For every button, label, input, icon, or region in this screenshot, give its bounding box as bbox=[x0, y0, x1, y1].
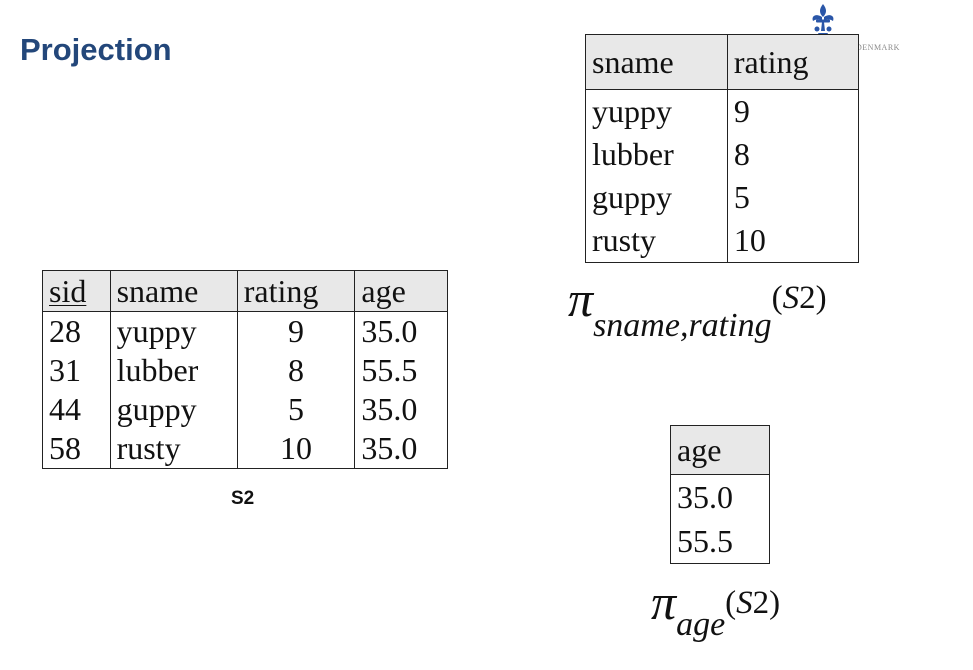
table-cell: lubber bbox=[585, 133, 728, 176]
table-cell: 31 bbox=[42, 351, 111, 390]
table-cell: 58 bbox=[42, 429, 111, 469]
table-row: guppy 5 bbox=[585, 176, 860, 219]
table-row: yuppy 9 bbox=[585, 89, 860, 133]
table-cell: 35.0 bbox=[354, 390, 448, 429]
logo-text: DENMARK bbox=[856, 43, 900, 52]
table-cell: 5 bbox=[237, 390, 356, 429]
table-cell: 8 bbox=[727, 133, 860, 176]
column-header-age: age bbox=[354, 270, 448, 312]
table-header-row: age bbox=[670, 425, 770, 475]
relation-name: S bbox=[736, 585, 753, 621]
column-header-rating: rating bbox=[727, 34, 860, 90]
projection-age-expression: πage(S2) bbox=[651, 573, 781, 643]
pi-symbol: π bbox=[568, 271, 594, 327]
table-cell: rusty bbox=[110, 429, 238, 469]
table-row: 31 lubber 8 55.5 bbox=[42, 351, 448, 390]
table-cell: rusty bbox=[585, 219, 728, 263]
table-header-row: sid sname rating age bbox=[42, 270, 448, 312]
slide-title: Projection bbox=[20, 32, 172, 67]
table-header-row: sname rating bbox=[585, 34, 860, 90]
table-cell: 5 bbox=[727, 176, 860, 219]
projection-sname-rating-table: sname rating yuppy 9 lubber 8 guppy 5 ru… bbox=[585, 34, 860, 263]
table-row: 44 guppy 5 35.0 bbox=[42, 390, 448, 429]
table-row: 35.0 bbox=[671, 475, 770, 520]
relation-number: 2) bbox=[752, 585, 781, 621]
table-cell: 55.5 bbox=[677, 523, 733, 559]
s2-table: sid sname rating age 28 yuppy 9 35.0 31 … bbox=[42, 270, 448, 469]
table-row: rusty 10 bbox=[585, 219, 860, 263]
table-cell: 9 bbox=[237, 311, 356, 351]
table-cell: 28 bbox=[42, 311, 111, 351]
table-row: 28 yuppy 9 35.0 bbox=[42, 311, 448, 351]
table-cell: 8 bbox=[237, 351, 356, 390]
expression-paren: ( bbox=[725, 585, 737, 621]
table-cell: 35.0 bbox=[354, 311, 448, 351]
table-row: 55.5 bbox=[671, 519, 770, 564]
table-cell: yuppy bbox=[110, 311, 238, 351]
table-cell: 9 bbox=[727, 89, 860, 133]
expression-paren: ( bbox=[771, 280, 783, 316]
table-row: 58 rusty 10 35.0 bbox=[42, 429, 448, 469]
column-header-sname: sname bbox=[585, 34, 728, 90]
projection-subscript: sname,rating bbox=[593, 307, 772, 344]
table-cell: guppy bbox=[110, 390, 238, 429]
table-cell: 55.5 bbox=[354, 351, 448, 390]
projection-age-table: age 35.0 55.5 bbox=[670, 425, 770, 564]
column-header-age: age bbox=[670, 425, 770, 475]
projection-sname-rating-expression: πsname,rating(S2) bbox=[568, 270, 827, 344]
table-cell: 10 bbox=[237, 429, 356, 469]
table-row: lubber 8 bbox=[585, 133, 860, 176]
table-cell: 44 bbox=[42, 390, 111, 429]
table-cell: lubber bbox=[110, 351, 238, 390]
projection-subscript: age bbox=[676, 606, 726, 643]
table-cell: 35.0 bbox=[354, 429, 448, 469]
s2-caption: S2 bbox=[231, 488, 255, 509]
table-cell: 35.0 bbox=[677, 479, 733, 515]
relation-number: 2) bbox=[799, 280, 827, 316]
column-header-rating: rating bbox=[237, 270, 356, 312]
relation-name: S bbox=[782, 280, 800, 316]
column-header-sname: sname bbox=[110, 270, 238, 312]
column-header-sid: sid bbox=[42, 270, 111, 312]
table-cell: guppy bbox=[585, 176, 728, 219]
table-cell: 10 bbox=[727, 219, 860, 263]
table-cell: yuppy bbox=[585, 89, 728, 133]
pi-symbol: π bbox=[651, 574, 677, 630]
